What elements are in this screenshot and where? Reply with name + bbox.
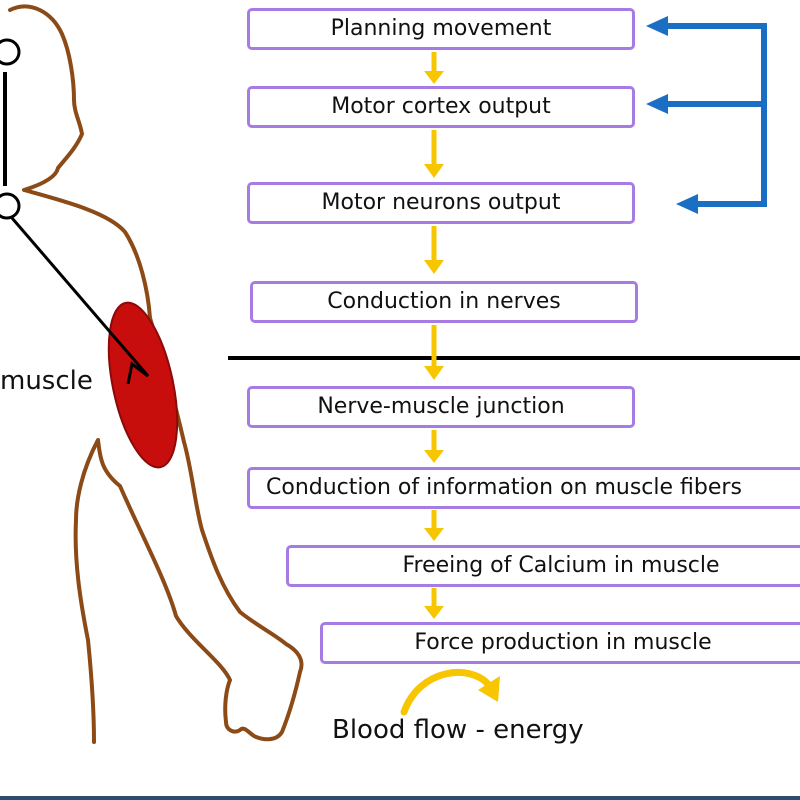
- down-arrow-5: [424, 430, 444, 463]
- down-arrow-7: [424, 588, 444, 619]
- step-planning-movement: Planning movement: [247, 8, 635, 50]
- step-conduction-in-nerves: Conduction in nerves: [250, 281, 638, 323]
- down-arrow-4: [424, 325, 444, 380]
- bottom-border: [0, 796, 800, 800]
- spinal-node: [0, 192, 21, 220]
- down-arrow-1: [424, 52, 444, 84]
- down-arrow-3: [424, 226, 444, 274]
- nerve-ending: [126, 361, 149, 385]
- down-arrow-6: [424, 510, 444, 541]
- step-motor-neurons-output: Motor neurons output: [247, 182, 635, 224]
- down-arrow-2: [424, 130, 444, 178]
- energy-curved-arrow: [400, 669, 500, 716]
- feedback-arrows: [646, 16, 767, 214]
- blood-flow-energy-label: Blood flow - energy: [332, 715, 584, 745]
- step-conduction-on-muscle-fibers: Conduction of information on muscle fibe…: [247, 467, 800, 509]
- step-force-production: Force production in muscle: [320, 622, 800, 664]
- brain-node: [0, 38, 21, 66]
- muscle-shape: [107, 301, 179, 469]
- nerve-line: [10, 217, 150, 377]
- step-nerve-muscle-junction: Nerve-muscle junction: [247, 386, 635, 428]
- step-freeing-calcium: Freeing of Calcium in muscle: [286, 545, 800, 587]
- muscle-label: muscle: [0, 366, 93, 396]
- body-outline: [8, 4, 304, 744]
- step-motor-cortex-output: Motor cortex output: [247, 86, 635, 128]
